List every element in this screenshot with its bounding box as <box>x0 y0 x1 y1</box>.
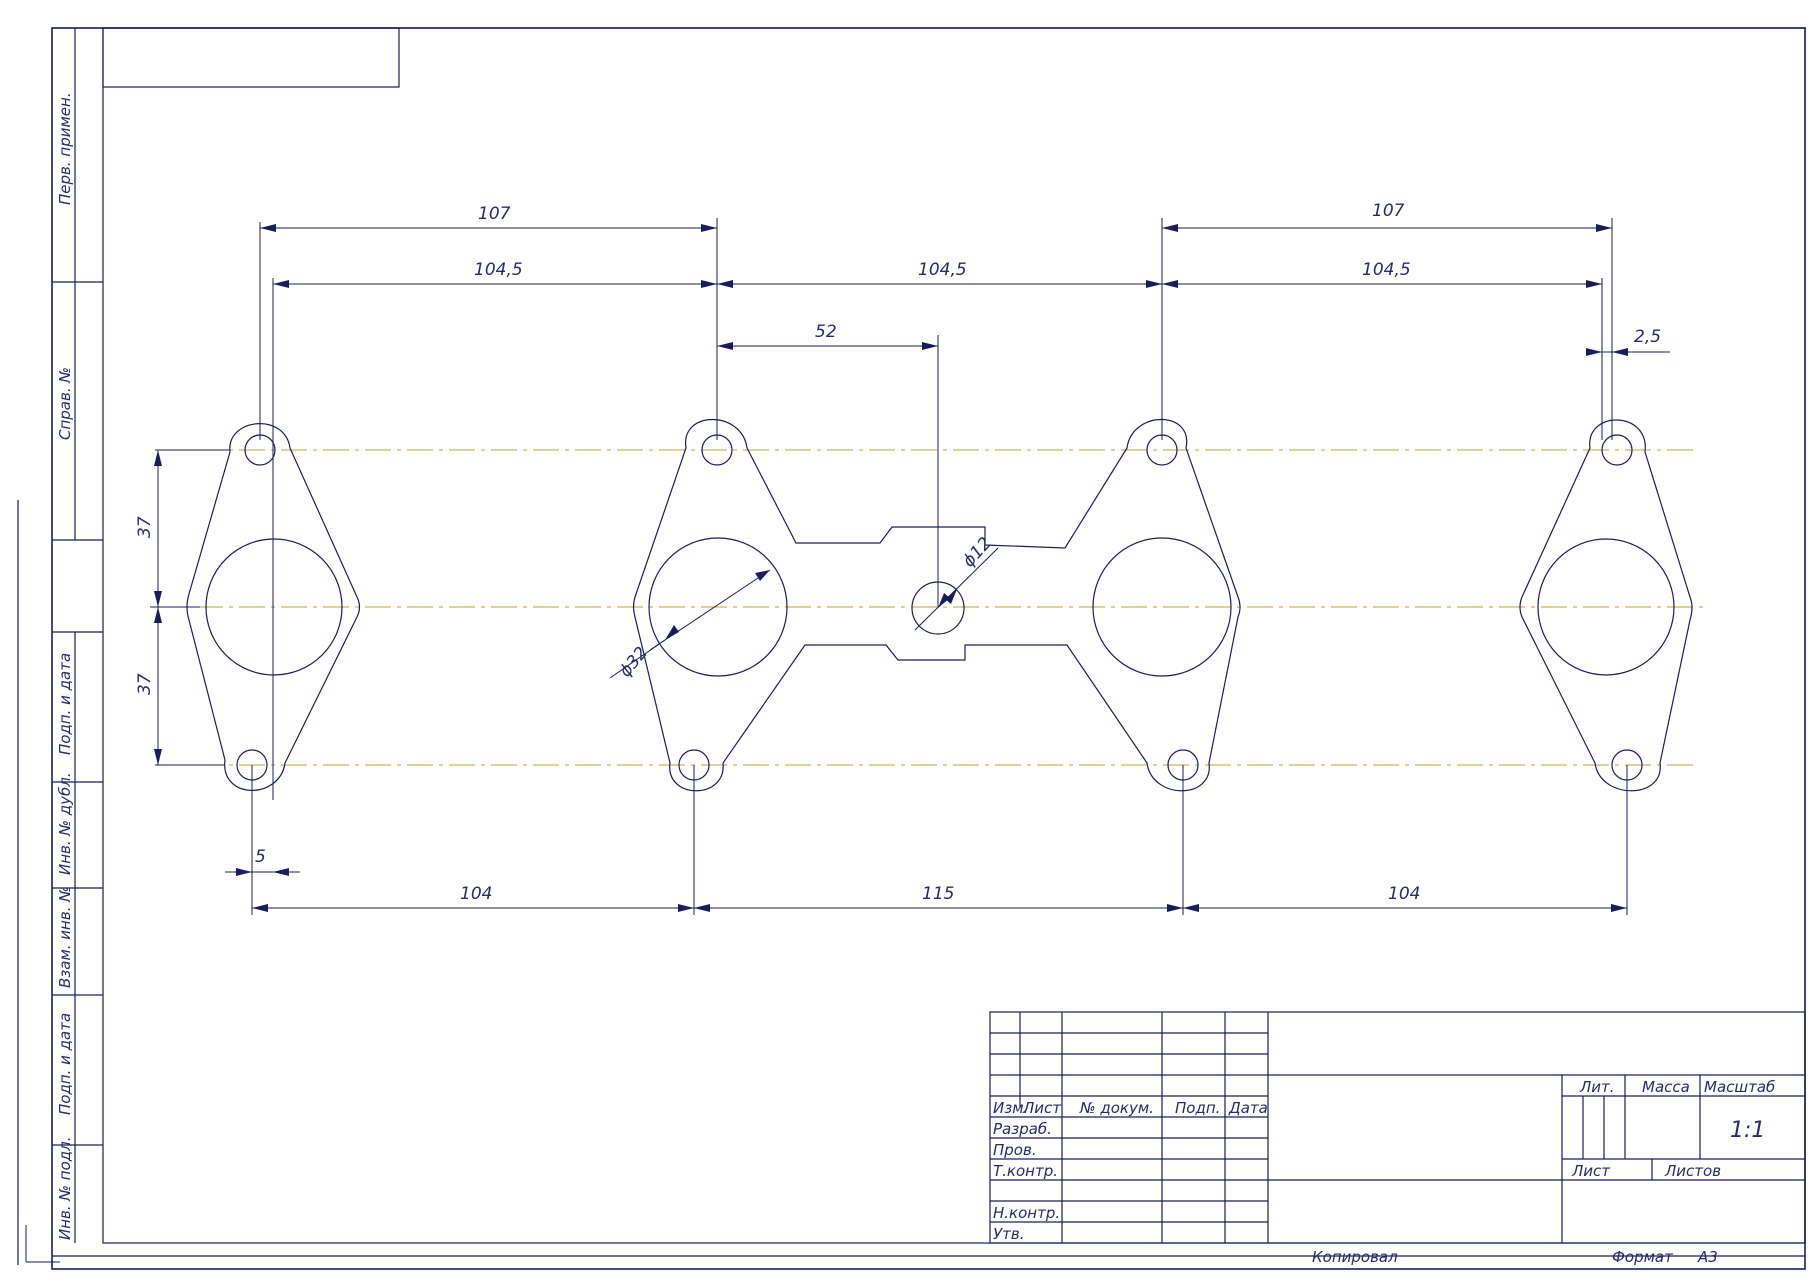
flange-left-outline <box>186 423 361 791</box>
dim-52: 52 <box>815 322 837 342</box>
tb-listov-label: Листов <box>1664 1162 1721 1180</box>
title-block-frame <box>989 1011 1806 1244</box>
dim-104-5-right: 104,5 <box>1362 260 1411 280</box>
port-middle-left <box>648 537 788 677</box>
dim-104-5-mid: 104,5 <box>918 260 967 280</box>
dim-115: 115 <box>922 884 954 904</box>
sheet-frame <box>17 27 1806 1270</box>
footer-kopiroval: Копировал <box>1312 1248 1398 1266</box>
side-label-podp-data-2: Подп. и дата <box>56 1013 74 1115</box>
tb-no-dokum: № докум. <box>1079 1099 1154 1117</box>
dim-37-top: 37 <box>135 516 155 538</box>
tb-n-kontr: Н.контр. <box>993 1204 1060 1222</box>
side-label-vzam-inv: Взам. инв. № <box>56 886 74 988</box>
top-left-stamp-box <box>102 27 400 88</box>
title-block: Изм. Лист № докум. Подп. Дата Разраб. Пр… <box>989 1011 1806 1244</box>
arrowheads <box>154 224 1628 912</box>
dim-2-5: 2,5 <box>1634 327 1661 347</box>
center-lines <box>155 449 1705 766</box>
dim-104-right: 104 <box>1388 884 1420 904</box>
port-right <box>1537 538 1675 676</box>
tb-data: Дата <box>1228 1099 1268 1117</box>
port-middle-right <box>1092 537 1232 677</box>
side-label-sprav-no: Справ. № <box>56 367 74 440</box>
drawing-frame <box>102 27 1806 1244</box>
extension-lines <box>150 218 1628 915</box>
tb-t-kontr: Т.контр. <box>993 1162 1058 1180</box>
tb-utv: Утв. <box>993 1225 1025 1243</box>
port-left <box>205 538 343 676</box>
side-strip: Перв. примен. Справ. № Подп. и дата Инв.… <box>52 28 103 1243</box>
outer-border <box>51 27 1806 1270</box>
dim-5: 5 <box>255 847 266 867</box>
dim-diameter-32: ϕ32 <box>616 643 652 681</box>
side-label-perv-primen: Перв. примен. <box>56 92 74 205</box>
gasket-right <box>1519 419 1693 792</box>
tb-podp: Подп. <box>1175 1099 1220 1117</box>
flange-middle-outline <box>632 418 1241 792</box>
footer-format-value: А3 <box>1697 1248 1718 1266</box>
dim-107-left: 107 <box>478 204 511 224</box>
bolt-hole-right-top <box>1601 434 1633 466</box>
dim-diameter-12: ϕ12 <box>959 534 996 572</box>
tb-izm: Изм. <box>993 1099 1028 1117</box>
dim-104-left: 104 <box>460 884 492 904</box>
tb-scale-value: 1:1 <box>1730 1118 1765 1143</box>
side-label-inv-podl: Инв. № подл. <box>56 1137 74 1240</box>
tb-prov: Пров. <box>993 1141 1037 1159</box>
tb-massa: Масса <box>1642 1078 1690 1096</box>
side-label-podp-data-1: Подп. и дата <box>56 653 74 755</box>
gasket-left <box>186 423 361 791</box>
tb-list: Лист <box>1022 1099 1062 1117</box>
dim-107-right: 107 <box>1372 201 1405 221</box>
dimension-lines <box>157 227 1670 909</box>
flange-right-outline <box>1519 419 1693 792</box>
side-label-inv-dubl: Инв. № дубл. <box>56 772 74 875</box>
tb-list-label: Лист <box>1571 1162 1611 1180</box>
footer: Копировал Формат А3 <box>1312 1248 1718 1266</box>
dimension-texts: 107 104,5 104,5 107 104,5 52 2,5 37 37 5… <box>135 201 1661 904</box>
tb-razrab: Разраб. <box>993 1120 1052 1138</box>
dim-104-5-left: 104,5 <box>474 260 523 280</box>
tb-lit: Лит. <box>1579 1078 1615 1096</box>
footer-format-label: Формат <box>1612 1248 1674 1266</box>
gasket-middle <box>632 418 1241 792</box>
tb-masshtab: Масштаб <box>1704 1078 1775 1096</box>
dim-37-bottom: 37 <box>135 673 155 695</box>
origin-axis-icon <box>25 1225 60 1263</box>
